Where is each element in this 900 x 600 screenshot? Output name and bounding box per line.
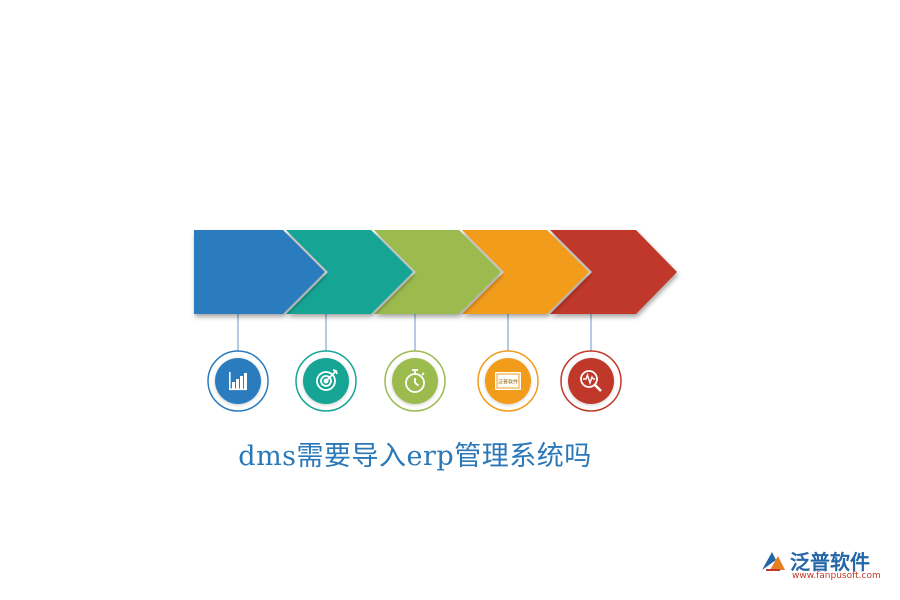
stopwatch-icon — [405, 369, 425, 393]
chevron-step-3 — [374, 230, 501, 314]
target-icon — [316, 369, 338, 391]
step-icon-4: 泛普软件 — [477, 350, 539, 412]
chevron-step-4 — [462, 230, 589, 314]
connector-lines — [237, 314, 592, 352]
logo-name: 泛普软件 — [790, 550, 870, 574]
step-icon-2 — [295, 350, 357, 412]
step-icon-5 — [560, 350, 622, 412]
step-icon-3 — [384, 350, 446, 412]
step-icon-1 — [207, 350, 269, 412]
certificate-icon: 泛普软件 — [495, 372, 521, 390]
chevron-step-2 — [286, 230, 413, 314]
chevron-step-1 — [194, 230, 325, 314]
diagram-title: dms需要导入erp管理系统吗 — [238, 441, 592, 472]
chevron-arrow-bar — [194, 230, 677, 314]
chevron-step-5 — [550, 230, 677, 314]
fanpu-logo-icon — [762, 552, 785, 571]
brand-logo: 泛普软件 www.fanpusoft.com — [758, 546, 888, 586]
certificate-icon-text: 泛普软件 — [498, 379, 518, 386]
bar-chart-icon — [229, 372, 247, 391]
magnifier-pulse-icon — [580, 370, 602, 392]
logo-url: www.fanpusoft.com — [792, 571, 881, 581]
